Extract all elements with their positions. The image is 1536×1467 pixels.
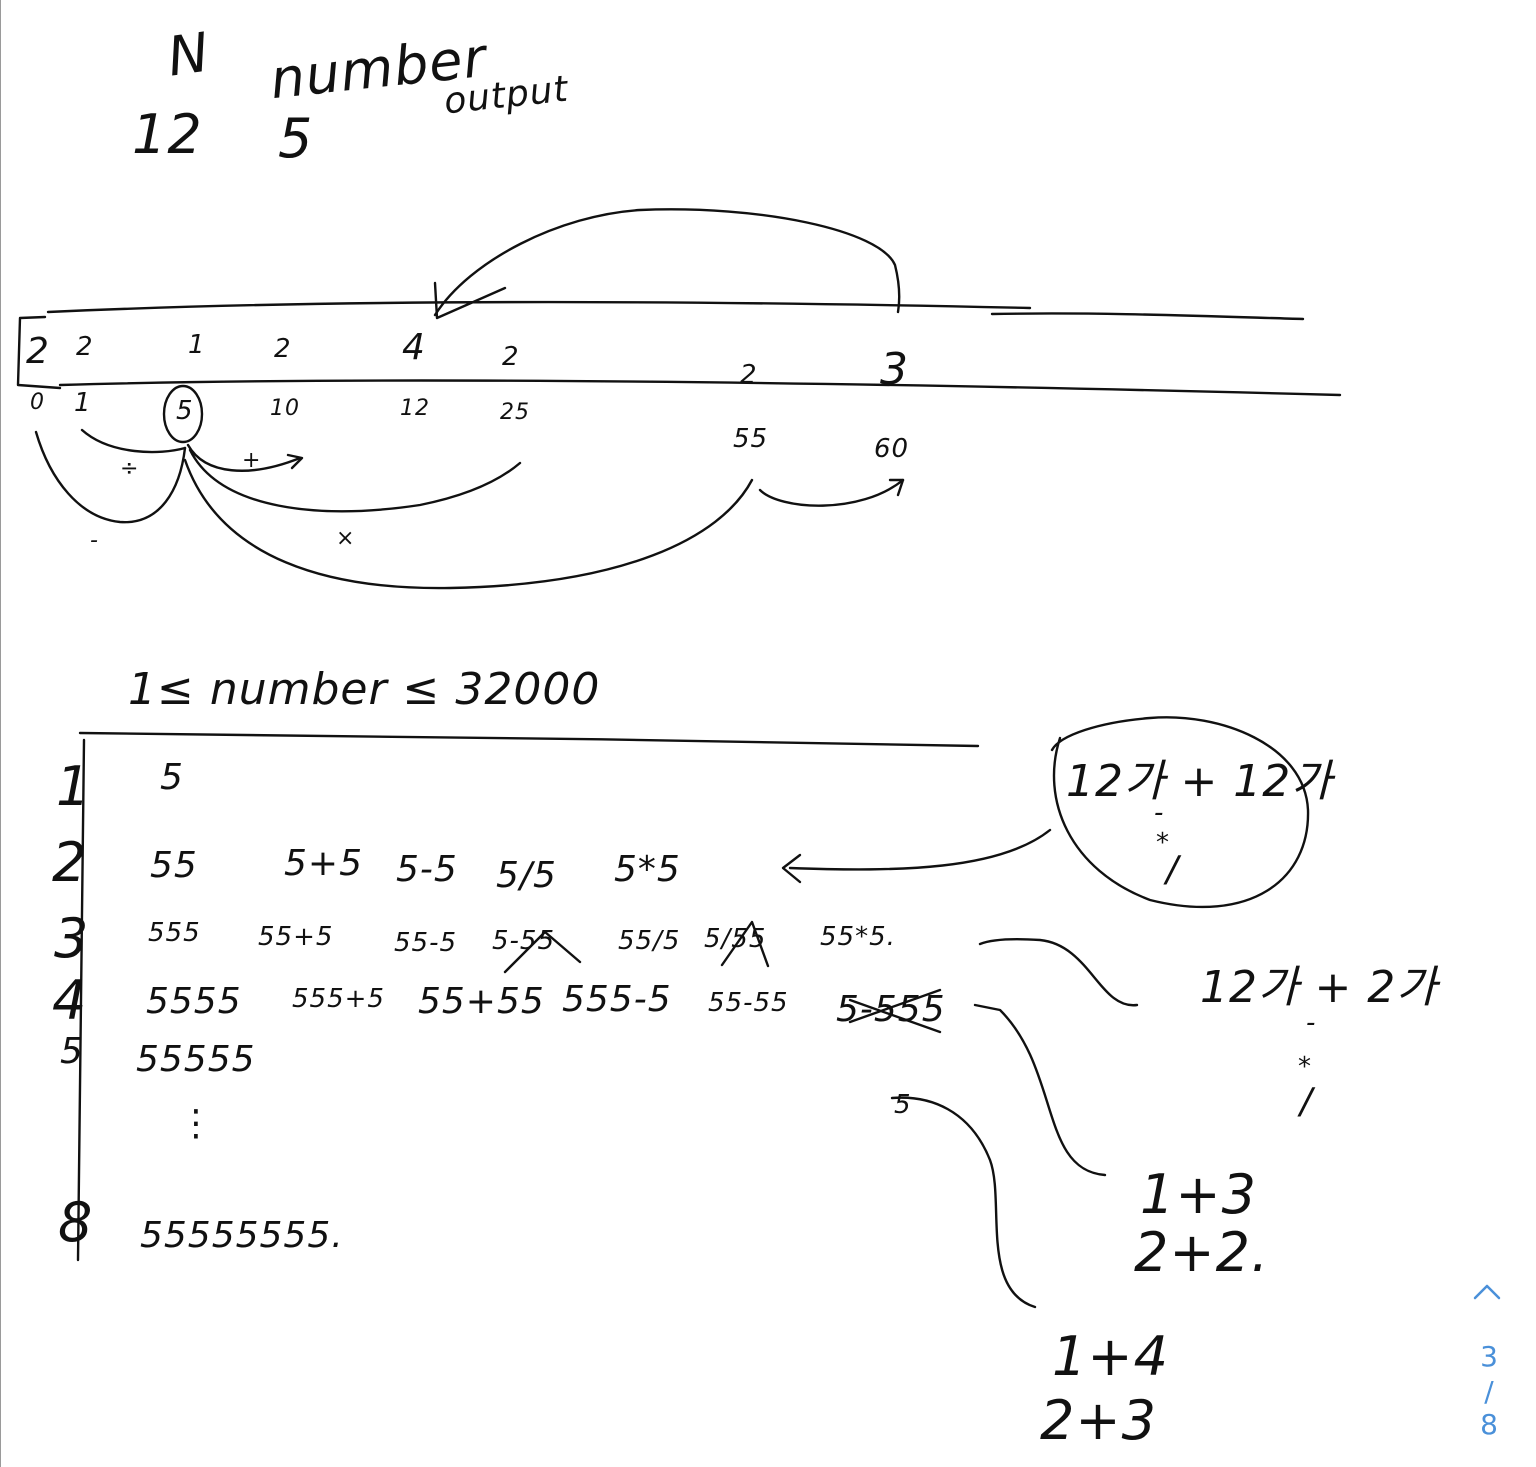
arrow-to-row4 — [973, 1003, 1107, 1177]
circle-5 — [162, 384, 204, 444]
array-label-2: 1 — [188, 330, 206, 360]
arrow-to-0 — [34, 430, 187, 524]
row3-item-1: 55+5 — [258, 922, 334, 952]
arrow-to-row2-head — [781, 853, 802, 884]
constraint: 1≤ number ≤ 32000 — [128, 664, 601, 715]
array-left — [16, 315, 62, 390]
op-times: × — [336, 526, 356, 551]
arrow-to-25 — [188, 448, 522, 513]
right-note-op-div: / — [1300, 1081, 1314, 1122]
row3-item-0: 555 — [148, 918, 201, 948]
row3-item-5: 5/55 — [704, 924, 767, 954]
circle-note-op-div: / — [1166, 849, 1180, 890]
strike-2 — [720, 920, 770, 968]
op-divide: ÷ — [120, 456, 140, 481]
header-n: N — [163, 20, 214, 89]
row3-item-3: 5-55 — [492, 926, 556, 956]
arrow-to-row2 — [788, 828, 1052, 871]
value-number: 5 — [278, 107, 314, 170]
row-n-1: 1 — [56, 755, 92, 818]
array-label-7: 3 — [880, 344, 909, 395]
table-vertical-line — [76, 738, 86, 1262]
row3-item-6: 55*5. — [820, 922, 896, 952]
row-n-2: 2 — [52, 831, 88, 894]
ellipsis: ⋮ — [178, 1103, 215, 1144]
arrow-to-10 — [186, 443, 302, 472]
array-label-1: 2 — [76, 332, 94, 362]
row2-item-3: 5/5 — [496, 855, 557, 896]
index-12: 12 — [400, 396, 430, 421]
row4-item-0: 5555 — [146, 981, 242, 1022]
right-note-op-mul: * — [1298, 1052, 1312, 1082]
arc-top — [433, 208, 901, 317]
row1-item-0: 5 — [160, 757, 184, 798]
circle-note-op-minus: - — [1154, 798, 1165, 828]
arrow-to-5 — [890, 1096, 1037, 1309]
page-navigator: 3 / 8 — [1462, 1270, 1516, 1450]
row3-item-2: 55-5 — [394, 928, 458, 958]
page-total: 8 — [1480, 1408, 1498, 1441]
strike-3 — [848, 988, 942, 1034]
array-top-line-2 — [990, 312, 1305, 321]
row4-item-3: 555-5 — [562, 979, 672, 1020]
arrow-to-55 — [183, 458, 754, 590]
tag-5: 5 — [894, 1090, 912, 1120]
row2-item-0: 55 — [150, 845, 198, 886]
row4-item-4: 55-55 — [708, 988, 789, 1018]
value-n: 12 — [132, 103, 203, 166]
page-separator: / — [1484, 1375, 1494, 1408]
row4-item-2: 55+55 — [418, 981, 545, 1022]
right-note-top: 12가 + 2가 — [1200, 962, 1438, 1013]
arrow-55-60-head — [888, 478, 905, 497]
index-10: 10 — [270, 396, 300, 421]
circle-note-top: 12가 + 12가 — [1066, 756, 1333, 807]
row5-item-0: 55555 — [136, 1039, 256, 1080]
row8-item-0: 55555555. — [140, 1215, 344, 1256]
row-n-5: 5 — [60, 1031, 84, 1072]
array-label-0: 2 — [26, 331, 50, 372]
page-current: 3 — [1480, 1340, 1498, 1373]
index-25: 25 — [500, 400, 530, 425]
right-note-op-minus: - — [1306, 1008, 1317, 1038]
sum-b-line1: 1+4 — [1052, 1325, 1169, 1388]
index-1: 1 — [74, 388, 92, 418]
row2-item-2: 5-5 — [396, 849, 458, 890]
arrow-55-60 — [758, 478, 905, 507]
op-plus: + — [242, 448, 262, 473]
arrow-to-1 — [80, 428, 187, 454]
index-5: 5 — [176, 396, 194, 426]
row3-item-4: 55/5 — [618, 926, 681, 956]
array-top-line — [46, 300, 1032, 314]
array-label-4: 4 — [402, 327, 426, 368]
sum-b-line2: 2+3 — [1040, 1389, 1157, 1452]
array-label-3: 2 — [274, 334, 292, 364]
table-top-line — [78, 731, 980, 748]
row4-item-5: 5-555 — [836, 989, 946, 1030]
row-n-8: 8 — [58, 1191, 94, 1254]
circle-note — [1050, 716, 1310, 909]
op-minus: - — [90, 528, 99, 553]
array-label-6: 2 — [740, 360, 758, 390]
row2-item-1: 5+5 — [284, 843, 363, 884]
index-60: 60 — [874, 434, 910, 464]
index-0: 0 — [30, 390, 45, 415]
arrow-to-10-head — [286, 453, 304, 470]
row4-item-1: 555+5 — [292, 984, 385, 1014]
arrow-to-row3 — [978, 938, 1139, 1007]
strike-1 — [503, 930, 582, 974]
row-n-4: 4 — [52, 969, 88, 1032]
sum-a-line2: 2+2. — [1134, 1221, 1270, 1284]
array-label-5: 2 — [502, 342, 520, 372]
circle-note-op-mul: * — [1156, 828, 1170, 858]
chevron-up-icon[interactable] — [1472, 1278, 1502, 1308]
row-n-3: 3 — [54, 907, 90, 970]
index-55: 55 — [733, 424, 769, 454]
arc-arrowhead — [433, 281, 507, 320]
sum-a-line1: 1+3 — [1140, 1163, 1257, 1226]
row2-item-4: 5*5 — [614, 849, 681, 890]
array-bottom-line — [58, 379, 1342, 397]
